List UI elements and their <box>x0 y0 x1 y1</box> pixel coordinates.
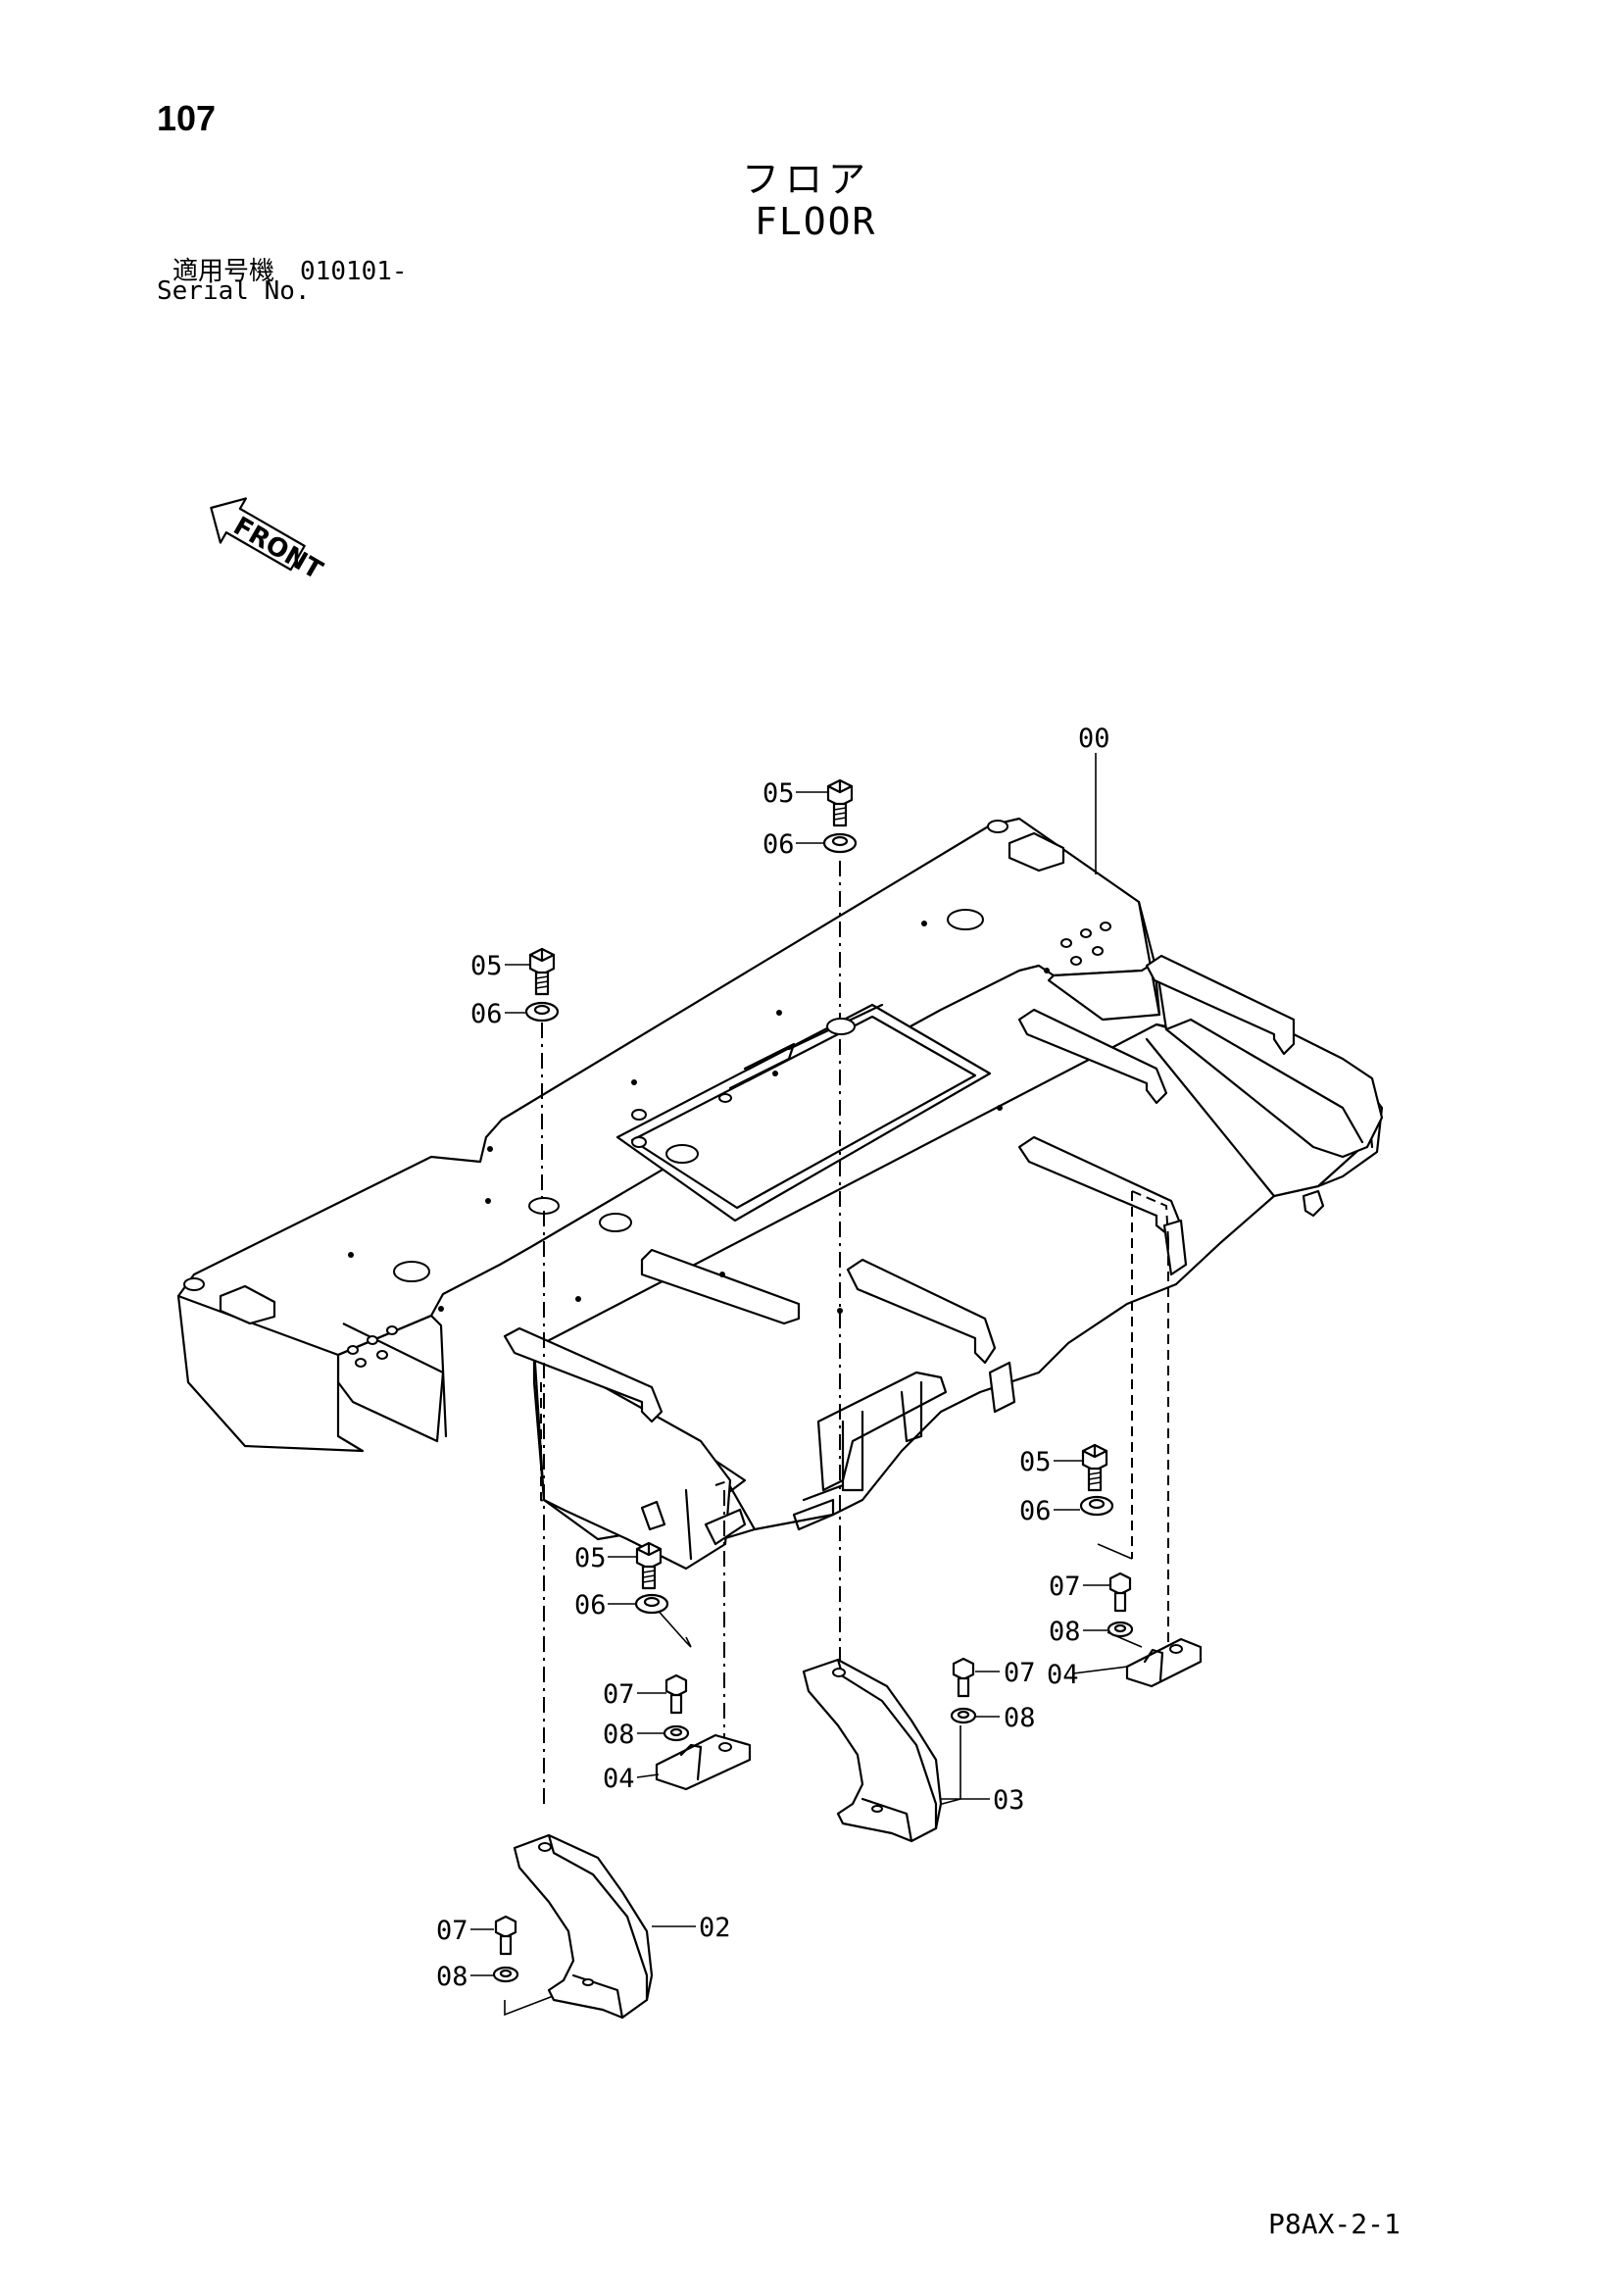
serial-range: 適用号機 010101- <box>172 251 408 287</box>
cover-rh-part <box>513 1833 696 2020</box>
callout-05: 05 <box>1019 1447 1052 1477</box>
bolt-icon <box>635 1541 663 1590</box>
callout-00: 00 <box>1078 724 1110 754</box>
bolt-small-icon <box>952 1657 975 1698</box>
washer-small-icon <box>950 1707 977 1724</box>
washer-icon <box>634 1593 669 1615</box>
front-label: FRONT <box>228 512 327 586</box>
callout-06: 06 <box>762 829 795 860</box>
washer-icon <box>822 832 858 854</box>
bolt-icon <box>528 947 556 996</box>
callout-08: 08 <box>603 1720 635 1750</box>
callout-02: 02 <box>699 1913 731 1943</box>
washer-small-icon <box>492 1966 519 1983</box>
callout-04: 04 <box>1047 1660 1079 1690</box>
cover-lh-part <box>802 1658 990 1843</box>
bolt-small-icon <box>664 1673 688 1715</box>
page-title-japanese: フロア <box>742 158 872 201</box>
serial-label-japanese: 適用号機 <box>172 257 275 286</box>
callout-07: 07 <box>436 1916 468 1946</box>
callout-06: 06 <box>1019 1496 1052 1526</box>
callout-07: 07 <box>1049 1572 1081 1602</box>
callout-05: 05 <box>574 1543 607 1573</box>
callout-05: 05 <box>762 778 795 809</box>
bracket-part <box>655 1733 752 1791</box>
bolt-icon <box>1081 1443 1108 1492</box>
bolt-icon <box>826 778 854 827</box>
front-arrow-icon: FRONT <box>210 497 327 586</box>
callout-08: 08 <box>1004 1703 1036 1733</box>
bolt-small-icon <box>1108 1572 1132 1613</box>
document-code: P8AX-2-1 <box>1268 2208 1401 2240</box>
washer-icon <box>1079 1495 1114 1517</box>
callout-08: 08 <box>1049 1617 1081 1647</box>
callout-07: 07 <box>1004 1658 1036 1688</box>
serial-label: Serial No. <box>157 276 311 306</box>
floor-frame <box>176 753 1384 1571</box>
callout-06: 06 <box>574 1590 607 1621</box>
bolt-small-icon <box>494 1915 517 1956</box>
callout-03: 03 <box>993 1785 1025 1816</box>
callout-07: 07 <box>603 1679 635 1710</box>
callout-08: 08 <box>436 1962 468 1992</box>
washer-small-icon <box>663 1724 690 1742</box>
serial-value: 010101- <box>300 257 408 286</box>
washer-icon <box>524 1001 560 1023</box>
washer-small-icon <box>1107 1621 1134 1638</box>
callout-04: 04 <box>603 1764 635 1794</box>
callout-06: 06 <box>470 999 503 1029</box>
callout-05: 05 <box>470 951 503 981</box>
page-title: FLOOR <box>755 200 877 243</box>
bracket-part <box>1125 1637 1203 1688</box>
page-number: 107 <box>157 98 217 138</box>
